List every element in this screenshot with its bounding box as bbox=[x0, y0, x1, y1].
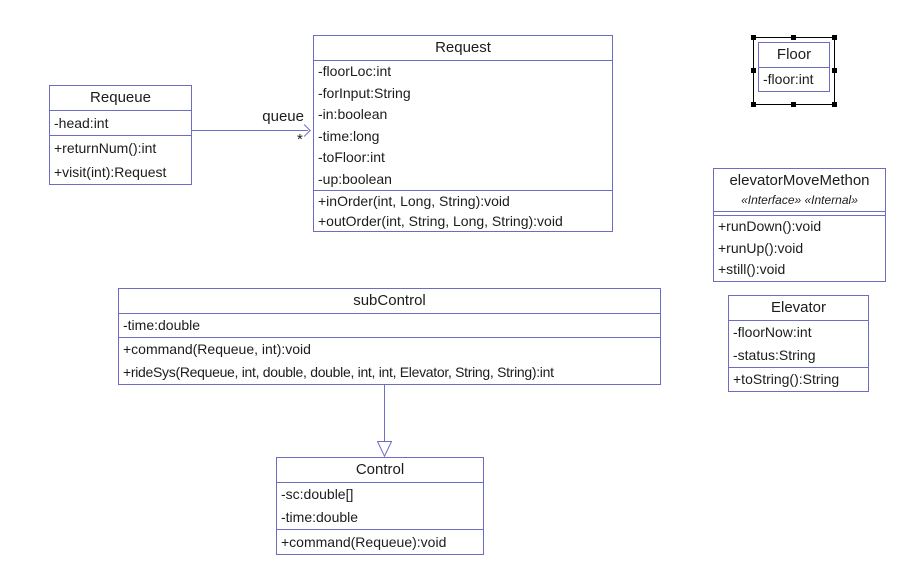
association-queue-line[interactable] bbox=[192, 130, 308, 131]
selection-handle-ne[interactable] bbox=[832, 35, 837, 40]
class-title: Requeue bbox=[90, 89, 151, 106]
methods-compartment: +toString():String bbox=[729, 367, 868, 391]
class-elevator-move-methon[interactable]: elevatorMoveMethon «Interface» «Internal… bbox=[713, 168, 886, 282]
attributes-compartment: -floorNow:int -status:String bbox=[729, 320, 868, 367]
selection-outline bbox=[751, 35, 837, 107]
selection-handle-n[interactable] bbox=[791, 35, 796, 40]
attribute-row: -sc:double[] bbox=[281, 486, 354, 502]
attribute-row: -in:boolean bbox=[318, 106, 388, 122]
association-role-label[interactable]: queue bbox=[262, 108, 304, 125]
attribute-row: -floor:int bbox=[763, 71, 814, 87]
class-requeue[interactable]: Requeue -head:int +returnNum():int +visi… bbox=[49, 85, 192, 185]
method-row: +command(Requeue):void bbox=[281, 534, 447, 550]
attributes-compartment bbox=[714, 211, 885, 215]
attributes-compartment: -time:double bbox=[119, 313, 660, 337]
method-row: +command(Requeue, int):void bbox=[123, 341, 311, 357]
selection-handle-s[interactable] bbox=[791, 102, 796, 107]
class-title: elevatorMoveMethon bbox=[729, 172, 870, 189]
method-row: +runUp():void bbox=[718, 239, 804, 256]
selection-handle-se[interactable] bbox=[832, 102, 837, 107]
generalization-line[interactable] bbox=[384, 385, 385, 442]
attribute-row: -time:long bbox=[318, 127, 380, 144]
methods-compartment: +command(Requeue):void bbox=[277, 529, 483, 554]
class-elevator[interactable]: Elevator -floorNow:int -status:String +t… bbox=[728, 295, 869, 392]
attribute-row: -time:double bbox=[123, 317, 201, 333]
class-request[interactable]: Request -floorLoc:int -forInput:String -… bbox=[313, 35, 613, 232]
method-row: +visit(int):Request bbox=[54, 164, 167, 180]
method-row: +rideSys(Requeue, int, double, double, i… bbox=[123, 364, 554, 380]
methods-compartment: +inOrder(int, Long, String):void +outOrd… bbox=[314, 190, 612, 231]
method-row: +returnNum():int bbox=[54, 140, 157, 156]
attribute-row: -up:boolean bbox=[318, 170, 392, 187]
attributes-compartment: -floorLoc:int -forInput:String -in:boole… bbox=[314, 60, 612, 190]
selection-handle-e[interactable] bbox=[832, 68, 837, 73]
attribute-row: -floorLoc:int bbox=[318, 63, 392, 79]
generalization-triangle-arrowhead-icon bbox=[377, 441, 392, 457]
attributes-compartment: -sc:double[] -time:double bbox=[277, 482, 483, 529]
class-control[interactable]: Control -sc:double[] -time:double +comma… bbox=[276, 457, 484, 555]
stereotype-label: «Interface» «Internal» bbox=[741, 193, 858, 207]
method-row: +still():void bbox=[718, 261, 786, 277]
selection-handle-sw[interactable] bbox=[751, 102, 756, 107]
attributes-compartment: -floor:int bbox=[759, 67, 829, 91]
attribute-row: -toFloor:int bbox=[318, 149, 385, 165]
class-title: Control bbox=[355, 461, 405, 478]
method-row: +outOrder(int, String, Long, String):voi… bbox=[318, 213, 563, 229]
class-title: Request bbox=[435, 39, 491, 56]
class-title: subControl bbox=[353, 292, 426, 309]
method-row: +toString():String bbox=[733, 371, 840, 387]
selection-handle-w[interactable] bbox=[751, 68, 756, 73]
attribute-row: -time:double bbox=[281, 509, 359, 525]
methods-compartment: +runDown():void +runUp():void +still():v… bbox=[714, 215, 885, 281]
attribute-row: -forInput:String bbox=[318, 84, 411, 101]
class-subcontrol[interactable]: subControl -time:double +command(Requeue… bbox=[118, 288, 661, 385]
attributes-compartment: -head:int bbox=[50, 110, 191, 135]
class-title: Elevator bbox=[770, 299, 827, 316]
selection-handle-nw[interactable] bbox=[751, 35, 756, 40]
method-row: +inOrder(int, Long, String):void bbox=[318, 193, 510, 209]
methods-compartment: +command(Requeue, int):void +rideSys(Req… bbox=[119, 337, 660, 384]
attribute-row: -status:String bbox=[733, 347, 816, 363]
attribute-row: -floorNow:int bbox=[733, 324, 812, 340]
class-title: Floor bbox=[776, 46, 812, 63]
methods-compartment: +returnNum():int +visit(int):Request bbox=[50, 135, 191, 184]
attribute-row: -head:int bbox=[54, 115, 109, 131]
class-floor[interactable]: Floor -floor:int bbox=[758, 42, 830, 92]
method-row: +runDown():void bbox=[718, 218, 822, 234]
association-multiplicity-label[interactable]: * bbox=[297, 131, 303, 148]
